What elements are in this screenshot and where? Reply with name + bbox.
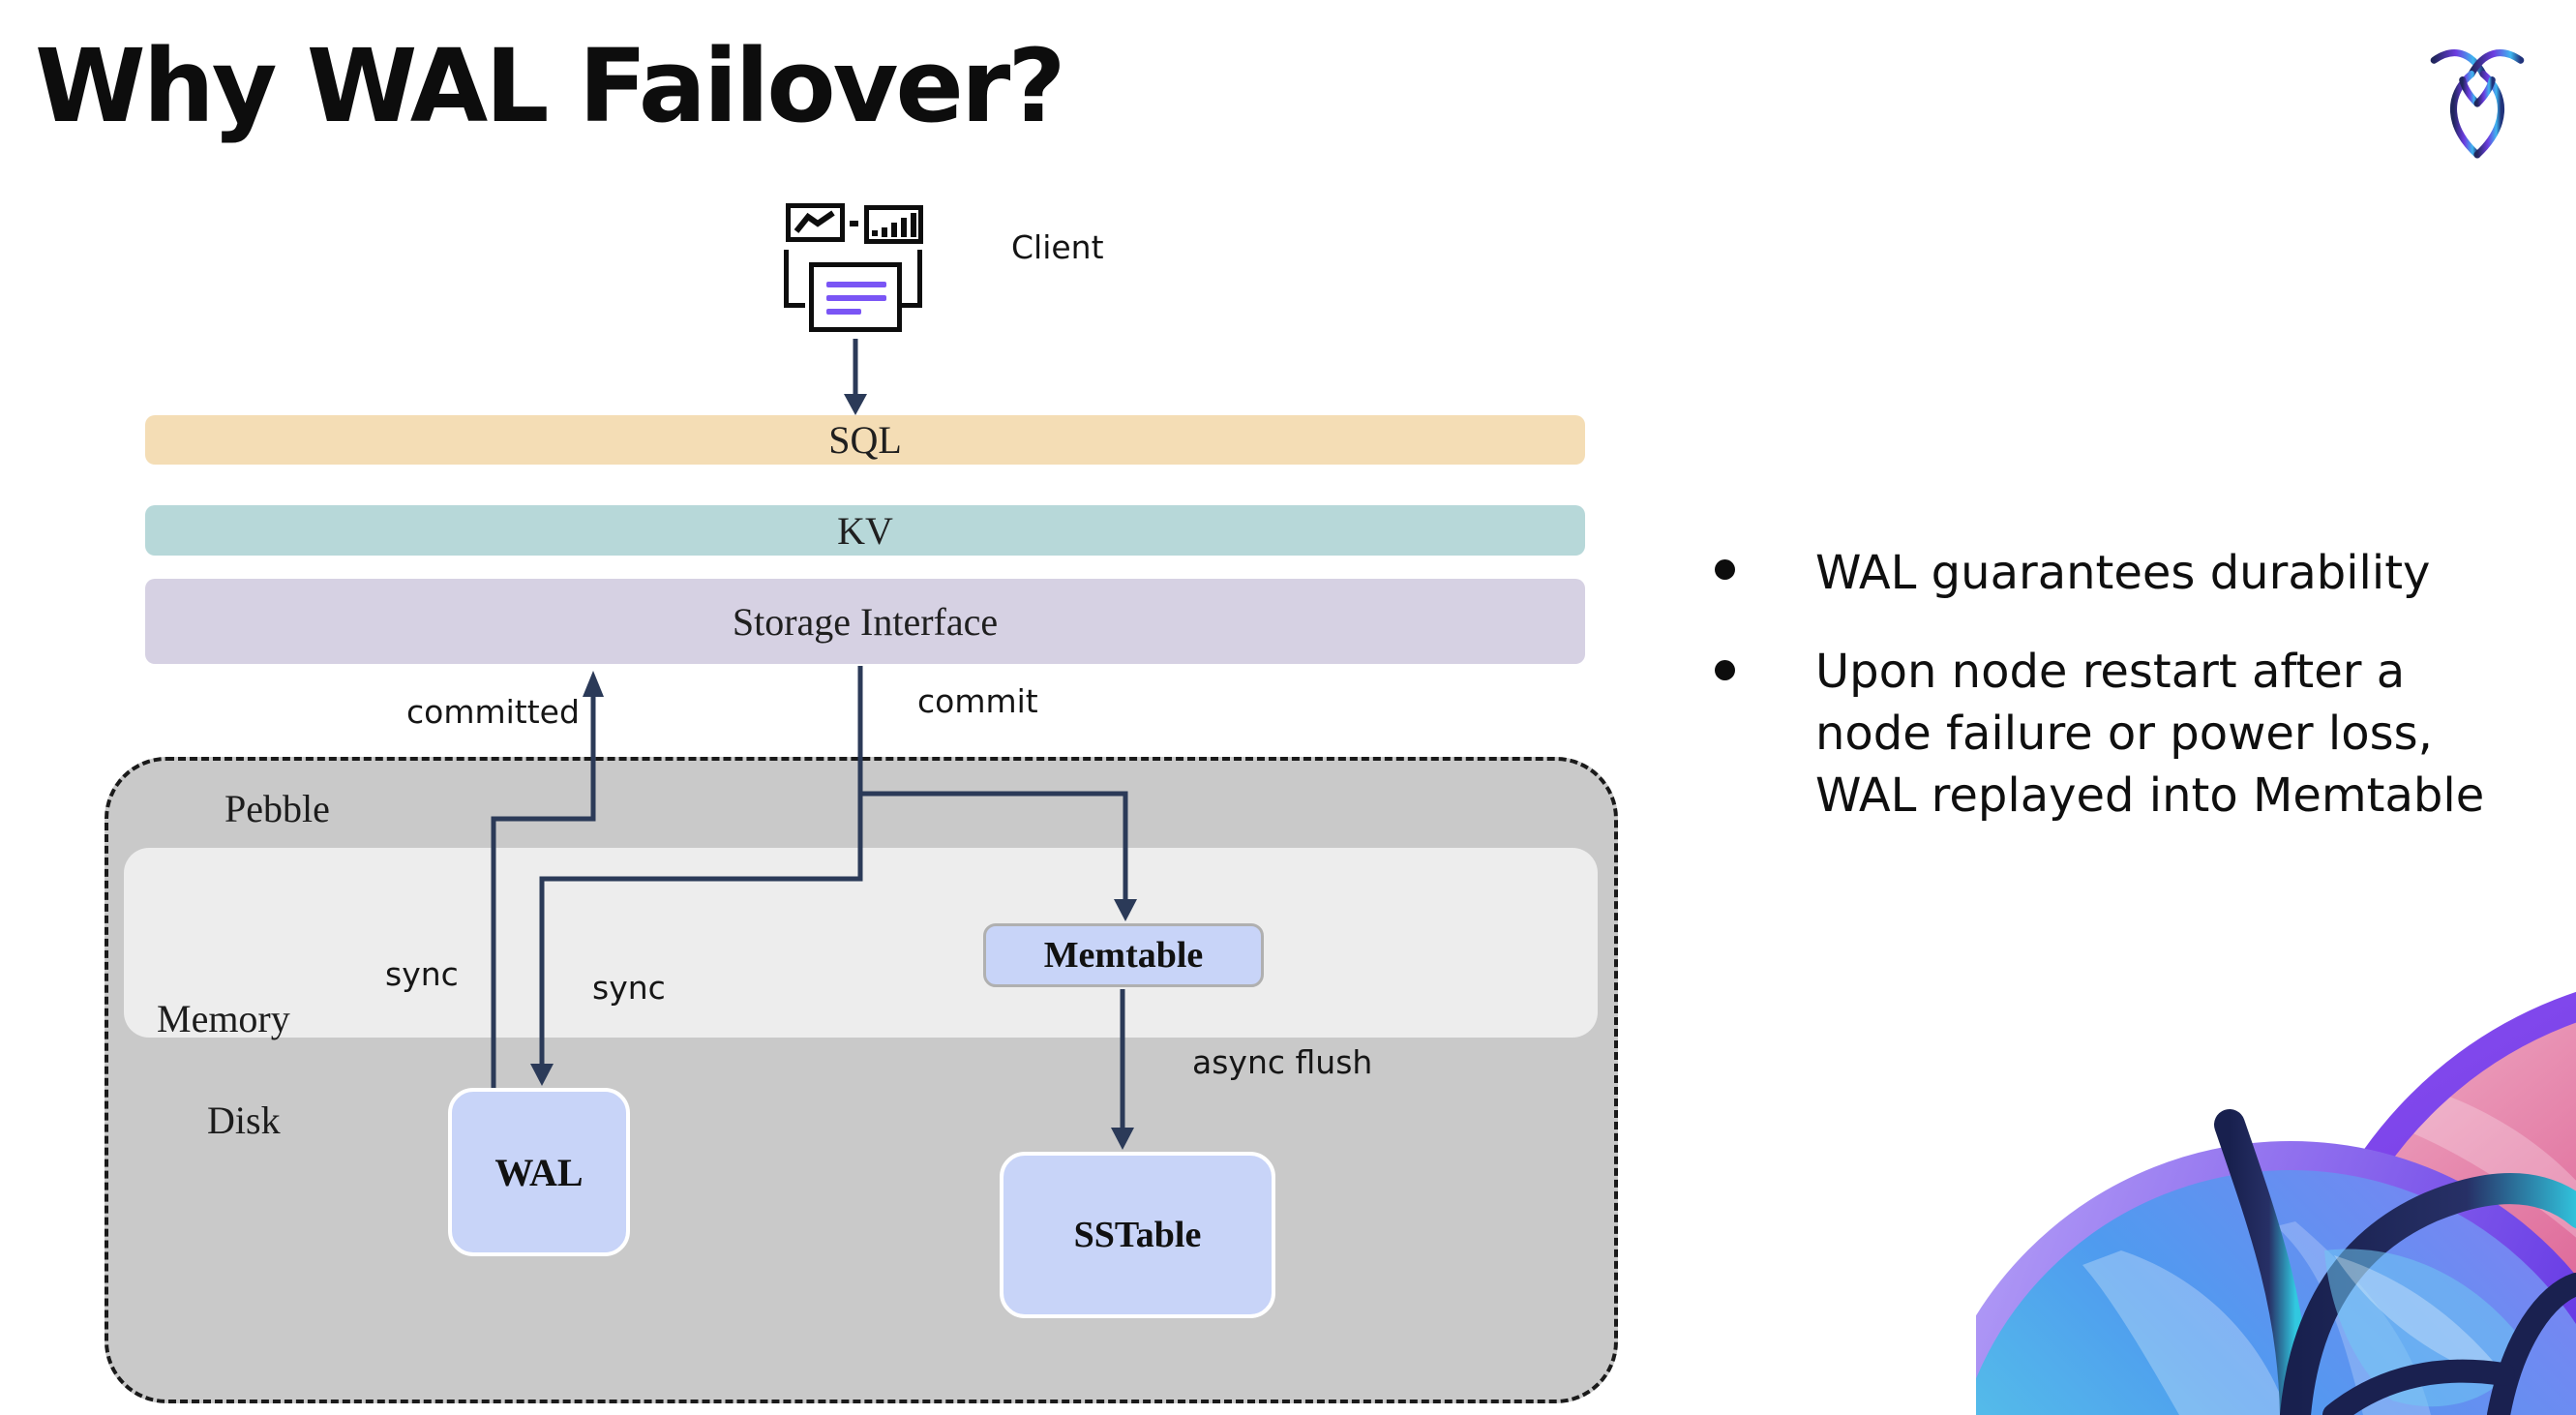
storage-interface-layer-bar: Storage Interface	[145, 579, 1585, 664]
bullet-item-replay: Upon node restart after a node failure o…	[1815, 641, 2484, 827]
sync-wal-edge-label: sync	[385, 955, 459, 993]
document-line	[826, 309, 861, 315]
commit-edge-label: commit	[917, 682, 1038, 720]
kv-layer-label: KV	[837, 508, 893, 553]
memtable-node-label: Memtable	[1043, 935, 1204, 976]
async-flush-edge-label: async flush	[1192, 1043, 1373, 1081]
bullet-dot	[1715, 559, 1735, 580]
cockroachdb-logo-icon	[2430, 49, 2525, 159]
sql-layer-label: SQL	[828, 418, 902, 462]
bracket-right-icon	[901, 250, 922, 308]
bar-chart-icon	[864, 205, 923, 244]
arrowhead-up-icon	[583, 671, 604, 697]
bullet-dot	[1715, 660, 1735, 680]
pebble-label: Pebble	[225, 787, 330, 830]
sql-layer-bar: SQL	[145, 415, 1585, 465]
sstable-node-label: SSTable	[1073, 1215, 1202, 1255]
line-chart-icon	[786, 203, 845, 242]
committed-edge-label: committed	[406, 693, 580, 731]
sstable-node: SSTable	[1000, 1152, 1275, 1318]
document-icon	[809, 262, 902, 332]
kv-layer-bar: KV	[145, 505, 1585, 556]
bullet-line: WAL replayed into Memtable	[1815, 768, 2485, 823]
page-title: Why WAL Failover?	[35, 27, 1066, 145]
memory-label: Memory	[157, 997, 290, 1040]
wal-node-label: WAL	[494, 1150, 584, 1194]
client-label: Client	[1011, 228, 1104, 266]
bullet-line: Upon node restart after a	[1815, 645, 2406, 699]
bracket-left-icon	[784, 250, 805, 308]
document-line	[826, 295, 886, 301]
wal-node: WAL	[448, 1088, 630, 1256]
cockroachdb-brand-art	[1976, 991, 2576, 1415]
memtable-node: Memtable	[983, 923, 1264, 987]
bullet-item-durability: WAL guarantees durability	[1815, 542, 2430, 604]
sync-commit-edge-label: sync	[592, 969, 666, 1007]
bullet-line: WAL guarantees durability	[1815, 546, 2431, 600]
document-line	[826, 282, 886, 287]
disk-label: Disk	[207, 1099, 281, 1142]
storage-interface-label: Storage Interface	[732, 599, 999, 644]
dash-connector-icon	[850, 221, 858, 226]
bullet-line: node failure or power loss,	[1815, 707, 2433, 761]
memory-band	[124, 848, 1598, 1038]
arrowhead-down-icon	[844, 394, 867, 415]
